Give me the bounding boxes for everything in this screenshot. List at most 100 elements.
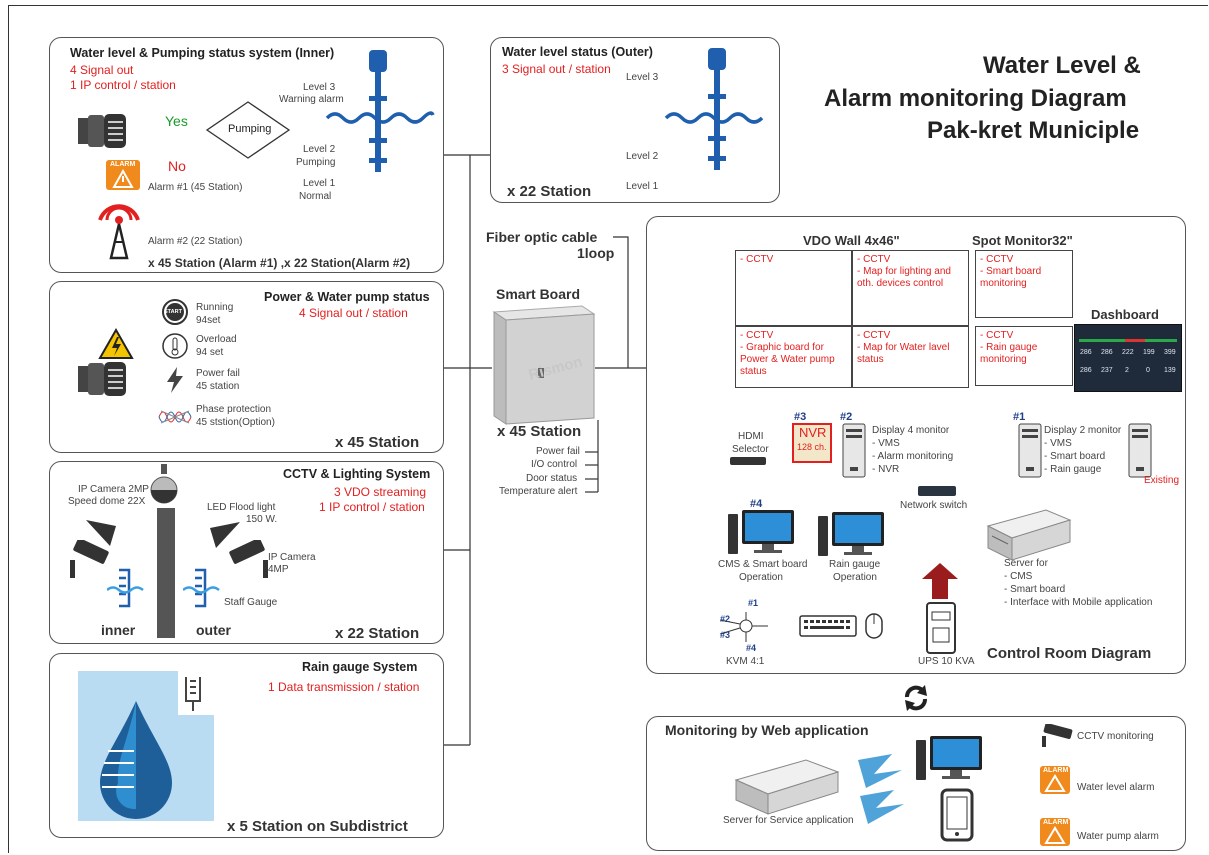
staff-gauge-icon-inner xyxy=(106,568,147,613)
server-label-2: - CMS xyxy=(1004,571,1033,582)
web-cctv-label: CCTV monitoring xyxy=(1077,731,1154,742)
spot-screen-1-l2: - Smart board xyxy=(980,266,1042,277)
smartboard-item-2: I/O control xyxy=(531,459,578,470)
web-cctv-icon xyxy=(1040,722,1074,753)
ups-label: UPS 10 KVA xyxy=(918,656,975,667)
cam1-label-1: IP Camera 2MP xyxy=(78,484,149,495)
tag-2: #2 xyxy=(840,411,853,423)
inner-title: Water level & Pumping status system (Inn… xyxy=(70,46,335,60)
cctv-title: CCTV & Lighting System xyxy=(283,467,431,481)
spot-screen-2-l1: - CCTV xyxy=(980,330,1014,341)
web-wl-label: Water level alarm xyxy=(1077,782,1155,793)
web-wp-label: Water pump alarm xyxy=(1077,831,1159,842)
title-line-1: Water Level & xyxy=(983,52,1141,79)
web-server-icon xyxy=(732,756,842,821)
pc-tower-icon-2 xyxy=(842,423,866,483)
hdmi-label-2: Selector xyxy=(732,444,769,455)
alarm2-label: Alarm #2 (22 Station) xyxy=(148,236,243,247)
pc-tower-icon-1 xyxy=(1018,423,1042,483)
mouse-icon xyxy=(864,612,884,645)
vdo-screen-3-l3: Power & Water pump xyxy=(740,354,835,365)
nvr-label: NVR xyxy=(799,425,827,440)
vdo-screen-3-l1: - CCTV xyxy=(740,330,774,341)
web-title: Monitoring by Web application xyxy=(665,722,869,738)
fiber-label-1: Fiber optic cable xyxy=(486,229,598,245)
cam2-label-1: IP Camera xyxy=(268,552,316,563)
kvm-switch-icon xyxy=(708,604,768,655)
dash-r2-0: 286 xyxy=(1080,367,1092,374)
pc-tower-icon-existing xyxy=(1128,423,1152,483)
level-sensor-icon xyxy=(325,48,435,183)
inner-signal-1: 4 Signal out xyxy=(70,63,134,77)
level3-desc: Warning alarm xyxy=(279,94,344,105)
web-alarm-icon-2 xyxy=(1040,818,1070,851)
level2-label: Level 2 xyxy=(303,144,336,155)
cctv-signal-1: 3 VDO streaming xyxy=(334,485,427,499)
power-pump-icon xyxy=(78,360,128,403)
tag-4: #4 xyxy=(750,498,763,510)
alarm1-label: Alarm #1 (45 Station) xyxy=(148,182,243,193)
server-icon xyxy=(986,506,1072,567)
flood-light-label-2: 150 W. xyxy=(246,514,278,525)
lightning-icon xyxy=(164,366,186,399)
smartboard-cabinet xyxy=(490,304,596,431)
web-alarm-icon-1 xyxy=(1040,766,1070,799)
vdo-screen-3-l2: - Graphic board for xyxy=(740,342,824,353)
flood-light-icon-left xyxy=(84,518,118,553)
rain-title: Rain gauge System xyxy=(302,660,418,674)
vdo-screen-4-l2: - Map for Water lavel xyxy=(857,342,950,353)
dash-r2-2: 2 xyxy=(1125,367,1129,374)
outer-footer: x 22 Station xyxy=(507,183,592,200)
vdo-screen-2-l2: - Map for lighting and xyxy=(857,266,951,277)
kvm-label: KVM 4:1 xyxy=(726,656,765,667)
smartboard-item-4: Temperature alert xyxy=(499,486,578,497)
spot-monitor-title: Spot Monitor32" xyxy=(972,233,1073,248)
pumping-decision-diamond xyxy=(205,100,291,165)
no-label: No xyxy=(168,158,186,174)
flood-light-icon-right xyxy=(208,520,242,555)
fiber-label-2: 1loop xyxy=(577,245,615,261)
control-room-footer: Control Room Diagram xyxy=(987,645,1152,662)
vdo-screen-1: - CCTV xyxy=(735,250,852,326)
smartboard-title: Smart Board xyxy=(496,286,581,302)
rain-signal: 1 Data transmission / station xyxy=(268,680,420,694)
dashboard-title: Dashboard xyxy=(1091,307,1159,322)
dashboard-screen: 286 286 222 199 399 286 237 2 0 139 xyxy=(1074,324,1182,392)
outer-label: outer xyxy=(196,622,231,638)
sync-icon xyxy=(901,683,931,718)
phase-wave-icon xyxy=(158,406,192,433)
tag-1: #1 xyxy=(1013,411,1026,423)
level1-label: Level 1 xyxy=(303,178,336,189)
kvm-tag-4: #4 xyxy=(746,643,757,653)
thermometer-icon xyxy=(161,332,189,365)
dash-r1-0: 286 xyxy=(1080,349,1092,356)
disp2-item-3: - Rain gauge xyxy=(1044,464,1102,475)
high-voltage-warning-icon xyxy=(98,327,134,365)
vdo-screen-2-l1: - CCTV xyxy=(857,254,891,265)
outer-level-sensor-icon xyxy=(664,46,774,181)
upload-arrow-icon xyxy=(920,561,960,606)
inner-footer: x 45 Station (Alarm #1) ,x 22 Station(Al… xyxy=(148,256,411,270)
disp4-item-3: - NVR xyxy=(872,464,900,475)
spot-screen-2-l2: - Rain gauge xyxy=(980,342,1038,353)
running-label: Running xyxy=(196,302,234,313)
yes-label: Yes xyxy=(165,113,188,129)
running-count: 94set xyxy=(196,315,221,326)
vdo-screen-4-l1: - CCTV xyxy=(857,330,891,341)
cctv-camera-icon-left xyxy=(68,538,112,585)
keyboard-icon xyxy=(799,612,859,643)
flood-light-label-1: LED Flood light xyxy=(207,502,276,513)
vdo-screen-2-l3: oth. devices control xyxy=(857,278,944,289)
level2-desc: Pumping xyxy=(296,157,336,168)
smartphone-icon xyxy=(940,788,974,847)
server-label-3: - Smart board xyxy=(1004,584,1066,595)
dash-r1-1: 286 xyxy=(1101,349,1113,356)
phase-label: Phase protection xyxy=(196,404,272,415)
nvr-icon xyxy=(792,423,832,463)
powerfail-count: 45 station xyxy=(196,381,240,392)
cctv-signal-2: 1 IP control / station xyxy=(319,500,425,514)
page-border xyxy=(8,5,1208,853)
smartboard-item-3: Door status xyxy=(526,473,578,484)
